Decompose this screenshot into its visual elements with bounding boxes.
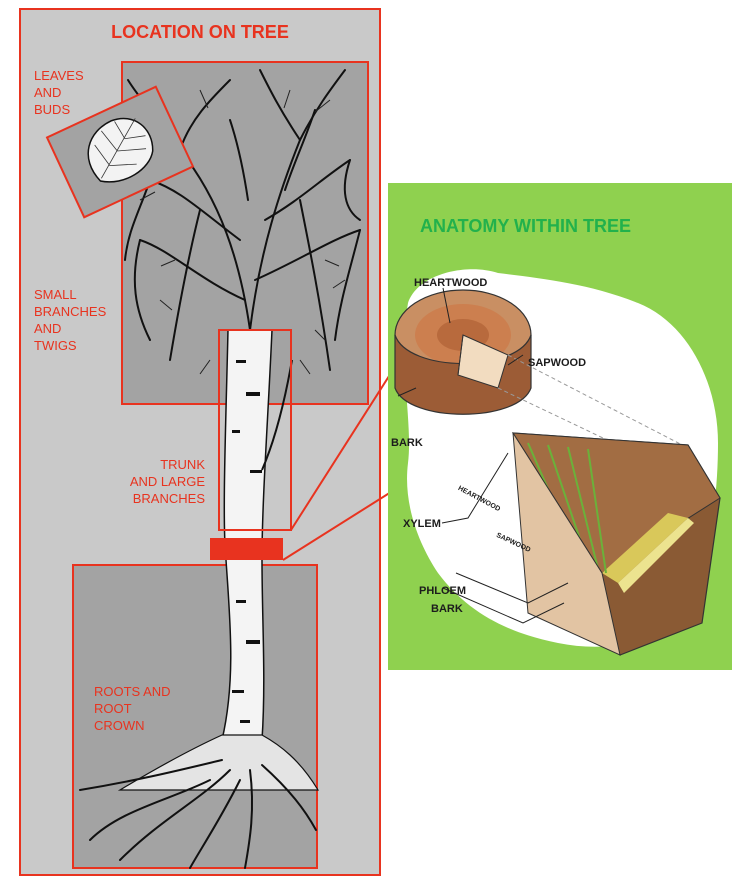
sapwood-label: SAPWOOD — [528, 357, 586, 369]
small-branches-label: SMALL BRANCHES AND TWIGS — [34, 286, 106, 354]
trunk-label: TRUNK AND LARGE BRANCHES — [110, 456, 205, 507]
phloem-label: PHLOEM — [419, 585, 466, 597]
xylem-label: XYLEM — [403, 518, 441, 530]
bark-label: BARK — [391, 437, 423, 449]
heartwood-label: HEARTWOOD — [414, 277, 487, 289]
roots-label: ROOTS AND ROOT CROWN — [94, 683, 171, 734]
leaves-and-buds-label: LEAVES AND BUDS — [34, 67, 84, 118]
bark-lower-label: BARK — [431, 603, 463, 615]
